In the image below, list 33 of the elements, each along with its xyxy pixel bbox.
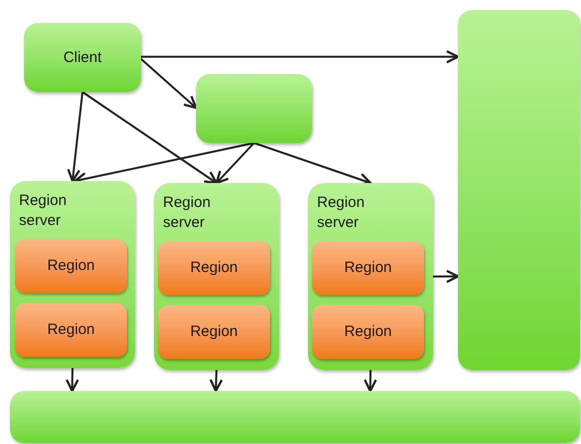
node-label: Region [344, 258, 392, 278]
process-box [312, 305, 424, 359]
arrow [82, 91, 218, 184]
node-label: Region [344, 322, 392, 342]
process-box [158, 305, 270, 359]
node-label: Region server [19, 191, 68, 231]
node-label: Client [63, 48, 102, 68]
container-box [10, 181, 135, 368]
process-box [15, 303, 127, 357]
process-box [458, 10, 580, 370]
arrow [433, 270, 460, 284]
process-box [15, 239, 127, 293]
process-box [312, 241, 424, 295]
process-box [158, 241, 270, 295]
process-box [196, 74, 312, 143]
arrow [66, 368, 80, 392]
node-label: Region [190, 322, 238, 342]
arrow [254, 142, 372, 186]
node-label: Region server [317, 193, 366, 233]
arrow [364, 370, 378, 392]
arrow [209, 370, 223, 392]
arrow [67, 92, 84, 182]
arrow [141, 50, 460, 64]
arrow [215, 142, 255, 184]
process-box [10, 391, 580, 443]
container-box [308, 183, 433, 370]
container-box [154, 183, 279, 370]
node-label: Region [190, 258, 238, 278]
node-label: Region [47, 320, 95, 340]
arrow [140, 58, 198, 109]
node-label: Region [47, 256, 95, 276]
node-label: Region server [163, 193, 212, 233]
process-box [24, 23, 141, 92]
